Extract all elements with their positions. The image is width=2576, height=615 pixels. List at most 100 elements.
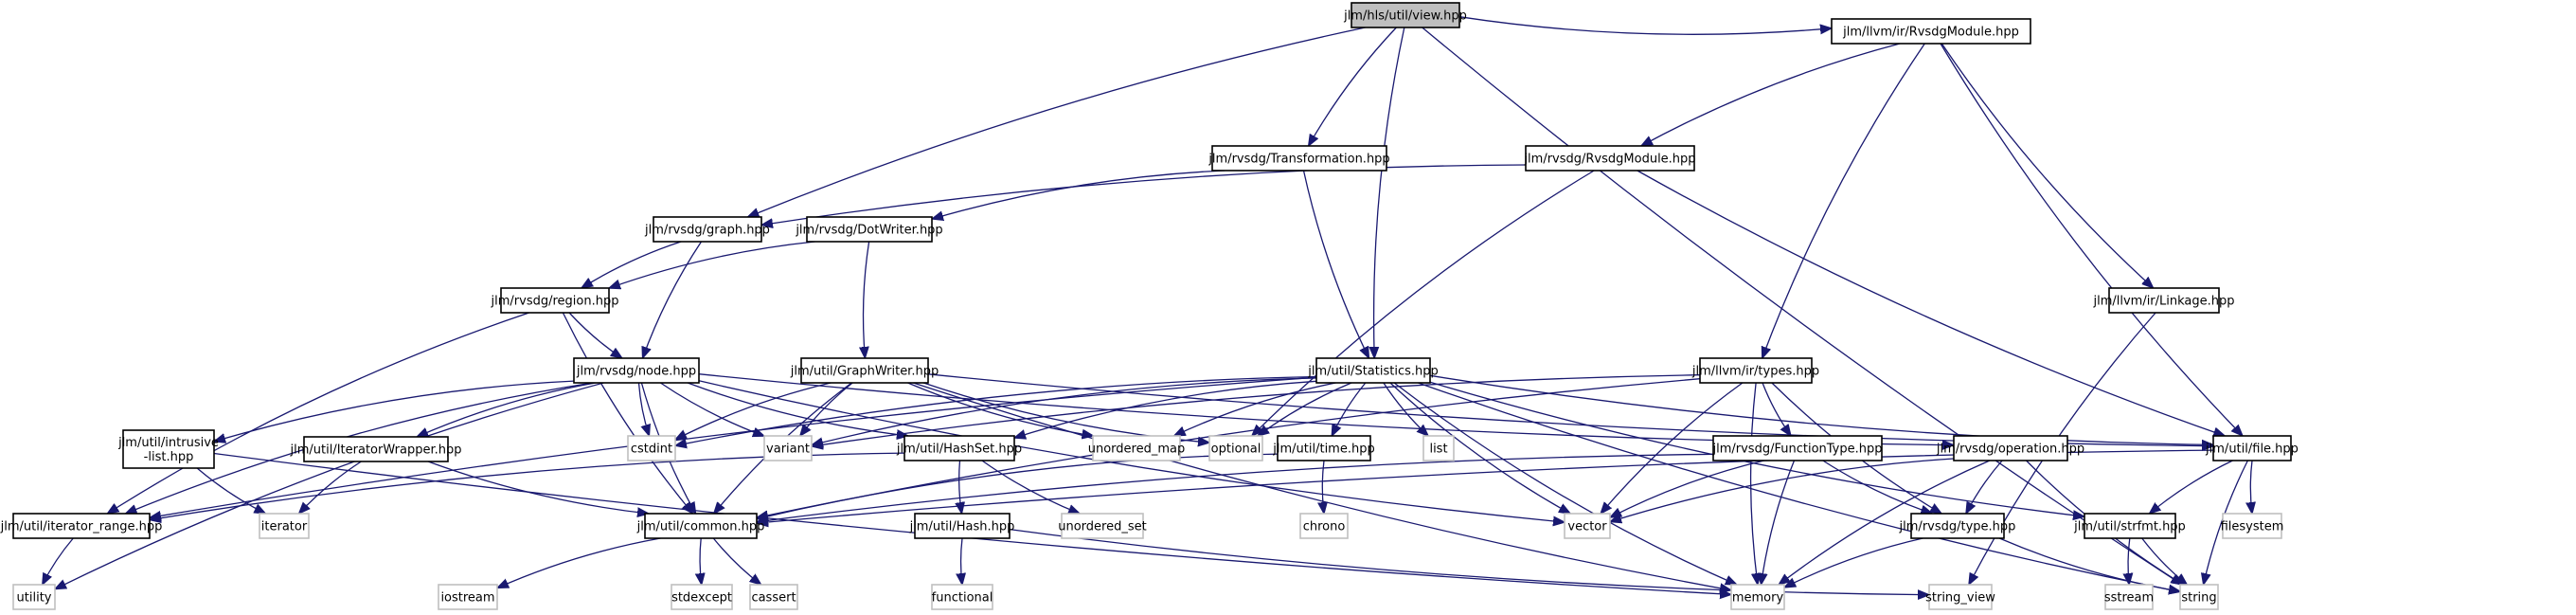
node-dotWriter[interactable]: jlm/rvsdg/DotWriter.hpp xyxy=(795,216,943,243)
node-label-stringView: string_view xyxy=(1925,591,1995,606)
node-chrono: chrono xyxy=(1299,513,1349,539)
edge-node-to-utility xyxy=(55,382,604,589)
node-box-region xyxy=(500,287,610,314)
node-llvmRvsdgModule[interactable]: jlm/llvm/ir/RvsdgModule.hpp xyxy=(1831,18,2031,45)
node-box-utility xyxy=(12,584,56,610)
node-label-iteratorRange: jlm/util/iterator_range.hpp xyxy=(0,520,162,534)
node-iterator: iterator xyxy=(259,513,310,539)
node-box-types xyxy=(1699,357,1813,384)
node-strfmt[interactable]: jlm/util/strfmt.hpp xyxy=(2073,513,2186,539)
node-box-hashSet xyxy=(903,435,1015,461)
edge-statistics-to-memory xyxy=(1393,382,1737,585)
node-transformation[interactable]: jlm/rvsdg/Transformation.hpp xyxy=(1208,145,1390,172)
edge-intrusiveList-to-iterator xyxy=(196,467,265,514)
node-label-time: jlm/util/time.hpp xyxy=(1272,443,1374,457)
node-node[interactable]: jlm/rvsdg/node.hpp xyxy=(573,357,700,384)
node-label-llvmRvsdgModule: jlm/llvm/ir/RvsdgModule.hpp xyxy=(1842,26,2019,40)
edge-common-to-iostream xyxy=(497,537,661,588)
edge-graphWriter-to-cstdint xyxy=(675,382,832,440)
edge-statistics-to-time xyxy=(1332,382,1367,436)
node-view[interactable]: jlm/hls/util/view.hpp xyxy=(1343,2,1467,28)
node-file[interactable]: jlm/util/file.hpp xyxy=(2205,435,2299,461)
nodes-layer: jlm/hls/util/view.hpp jlm/llvm/ir/RvsdgMo… xyxy=(0,2,2299,610)
node-hash[interactable]: jlm/util/Hash.hpp xyxy=(909,513,1015,539)
node-label-vector: vector xyxy=(1567,520,1607,534)
node-label-statistics: jlm/util/Statistics.hpp xyxy=(1307,365,1439,379)
edge-region-to-common xyxy=(562,312,692,514)
node-label-utility: utility xyxy=(17,591,52,606)
node-box-sstream xyxy=(2104,584,2154,610)
node-label-filesystem: filesystem xyxy=(2221,520,2284,534)
node-stringView: string_view xyxy=(1925,584,1995,610)
node-iteratorWrapper[interactable]: jlm/util/IteratorWrapper.hpp xyxy=(290,436,462,462)
node-box-iostream xyxy=(438,584,498,610)
node-label-hash: jlm/util/Hash.hpp xyxy=(909,520,1015,534)
node-label-node: jlm/rvsdg/node.hpp xyxy=(576,365,696,379)
node-utility: utility xyxy=(12,584,56,610)
node-box-file xyxy=(2212,435,2292,461)
edge-graphWriter-to-unorderedMap xyxy=(907,382,1094,436)
node-box-optional xyxy=(1208,435,1263,461)
edge-types-to-memory xyxy=(1749,382,1758,585)
edge-view-to-graph xyxy=(747,27,1366,217)
node-functionType[interactable]: jlm/rvsdg/FunctionType.hpp xyxy=(1712,435,1883,461)
edge-node-to-intrusiveList xyxy=(214,380,575,442)
node-box-node xyxy=(573,357,700,384)
node-hashSet[interactable]: jlm/util/HashSet.hpp xyxy=(896,435,1022,461)
node-box-functional xyxy=(931,584,993,610)
node-box-graphWriter xyxy=(800,357,929,384)
node-intrusiveList[interactable]: jlm/util/intrusive-list.hpp xyxy=(117,429,219,469)
edge-rvsdgModule-to-optional xyxy=(1252,170,1595,436)
node-graph[interactable]: jlm/rvsdg/graph.hpp xyxy=(644,216,770,243)
edge-statistics-to-list xyxy=(1383,382,1428,436)
edge-statistics-to-vector xyxy=(1389,382,1570,514)
node-label-intrusiveList: jlm/util/intrusive xyxy=(117,436,219,450)
edge-time-to-chrono xyxy=(1322,460,1324,514)
edge-file-to-string xyxy=(2204,460,2248,585)
node-box-stringView xyxy=(1928,584,1993,610)
node-box-string xyxy=(2179,584,2219,610)
node-iteratorRange[interactable]: jlm/util/iterator_range.hpp xyxy=(0,513,162,539)
node-time[interactable]: jlm/util/time.hpp xyxy=(1272,435,1375,461)
node-box-view xyxy=(1351,2,1460,28)
node-graphWriter[interactable]: jlm/util/GraphWriter.hpp xyxy=(790,357,939,384)
edge-operation-to-memory xyxy=(1779,460,1991,585)
edge-dotWriter-to-region xyxy=(609,241,815,288)
node-label-dotWriter: jlm/rvsdg/DotWriter.hpp xyxy=(795,224,942,238)
edge-node-to-iteratorRange xyxy=(126,382,593,514)
edge-statistics-to-iteratorRange xyxy=(150,376,1317,517)
node-box-graph xyxy=(653,216,762,243)
node-box-chrono xyxy=(1299,513,1349,539)
node-list: list xyxy=(1422,435,1455,461)
node-operation[interactable]: jlm/rvsdg/operation.hpp xyxy=(1936,435,2084,461)
node-string: string xyxy=(2179,584,2219,610)
node-statistics[interactable]: jlm/util/Statistics.hpp xyxy=(1307,357,1439,384)
node-box-iteratorRange xyxy=(12,513,151,539)
node-box-hash xyxy=(914,513,1011,539)
edge-strfmt-to-string xyxy=(2141,537,2188,585)
edge-llvmRvsdgModule-to-rvsdgModule xyxy=(1641,43,1901,146)
node-box-common xyxy=(644,513,758,539)
node-common[interactable]: jlm/util/common.hpp xyxy=(636,513,765,539)
node-label-sstream: sstream xyxy=(2104,591,2154,606)
node-label-graph: jlm/rvsdg/graph.hpp xyxy=(644,224,770,238)
node-rvsdgModule[interactable]: jlm/rvsdg/RvsdgModule.hpp xyxy=(1523,145,1696,172)
node-types[interactable]: jlm/llvm/ir/types.hpp xyxy=(1691,357,1819,384)
edge-graph-to-region xyxy=(581,241,682,288)
node-type[interactable]: jlm/rvsdg/type.hpp xyxy=(1899,513,2016,539)
node-label-types: jlm/llvm/ir/types.hpp xyxy=(1691,365,1819,379)
edge-iteratorWrapper-to-iterator xyxy=(299,461,362,514)
node-box-linkage xyxy=(2108,287,2220,314)
edge-type-to-string xyxy=(1998,537,2180,591)
edge-statistics-to-variant xyxy=(812,377,1317,445)
edge-functionType-to-common xyxy=(757,453,1714,522)
node-region[interactable]: jlm/rvsdg/region.hpp xyxy=(491,287,619,314)
edge-view-to-llvmRvsdgModule xyxy=(1458,16,1832,35)
edge-dotWriter-to-graphWriter xyxy=(864,241,870,358)
node-label-cstdint: cstdint xyxy=(631,443,672,457)
node-box-memory xyxy=(1730,584,1785,610)
node-filesystem: filesystem xyxy=(2221,513,2284,539)
edges-layer xyxy=(43,16,2252,595)
node-linkage[interactable]: jlm/llvm/ir/Linkage.hpp xyxy=(2092,287,2235,314)
